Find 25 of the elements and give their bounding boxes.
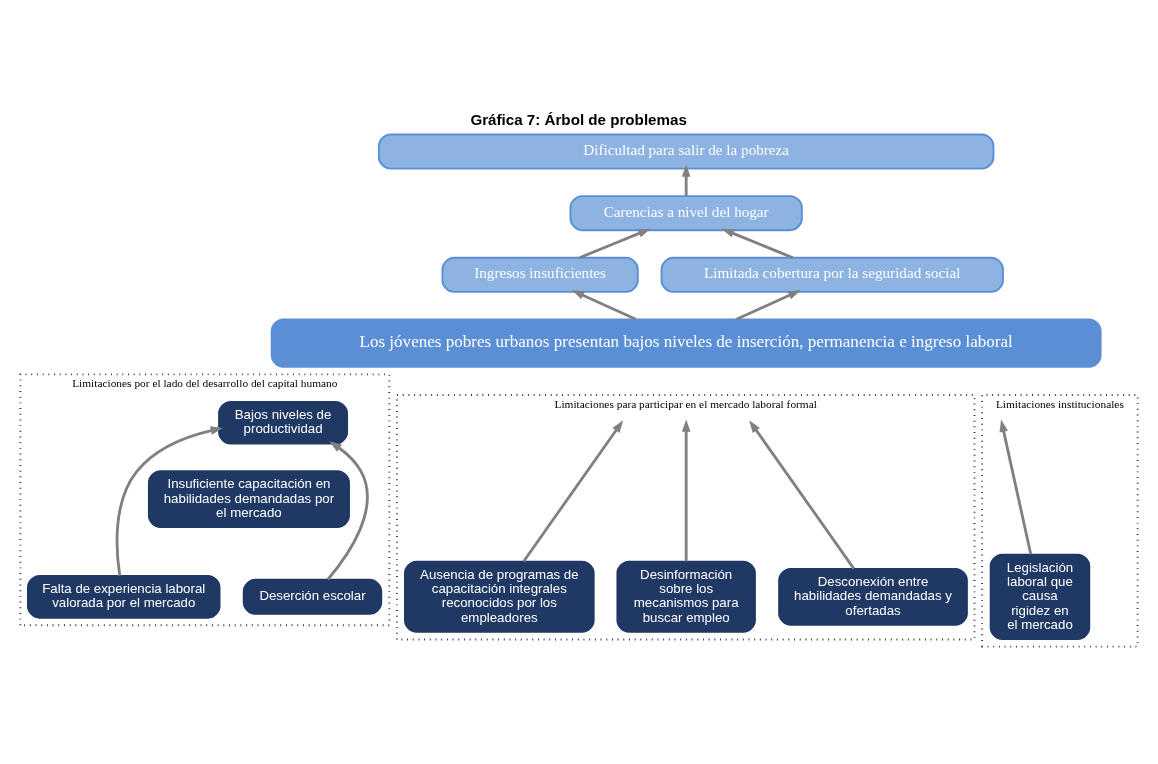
node-box: Ausencia de programas de capacitación integrales reconocidos por los empleadores — [404, 560, 595, 633]
diagram-title: Gráfica 7: Árbol de problemas — [470, 110, 687, 128]
arrow — [522, 420, 624, 563]
node-box: Los jóvenes pobres urbanos presentan bajos niveles de inserción, permanencia e ingreso laboral — [270, 318, 1102, 368]
arrow — [735, 290, 801, 321]
arrow — [721, 228, 794, 260]
node-box: Falta de experiencia laboral valorada por el mercado — [27, 575, 221, 619]
arrow — [999, 419, 1033, 555]
arrow — [749, 420, 855, 570]
arrow — [681, 164, 691, 196]
arrow — [681, 419, 691, 562]
node-box: Deserción escolar — [242, 578, 383, 615]
node-box: Bajos niveles de productividad — [218, 400, 349, 445]
node-box: Desconexión entre habilidades demandadas y ofertadas — [778, 567, 968, 626]
arrow — [326, 441, 369, 581]
node-box: Carencias a nivel del hogar — [569, 195, 803, 232]
node-box: Desinformación sobre los mecanismos para buscar empleo — [616, 560, 756, 633]
node-box: Limitada cobertura por la seguridad social — [660, 256, 1004, 293]
node-box: Dificultad para salir de la pobreza — [377, 133, 995, 170]
arrow — [115, 426, 223, 576]
arrow — [571, 290, 637, 321]
node-box: Ingresos insuficientes — [441, 256, 639, 293]
arrow — [579, 228, 651, 260]
node-box: Insuficiente capacitación en habilidades demandadas por el mercado — [147, 470, 350, 529]
node-box: Legislación laboral que causa rigidez en el mercado — [989, 553, 1091, 640]
